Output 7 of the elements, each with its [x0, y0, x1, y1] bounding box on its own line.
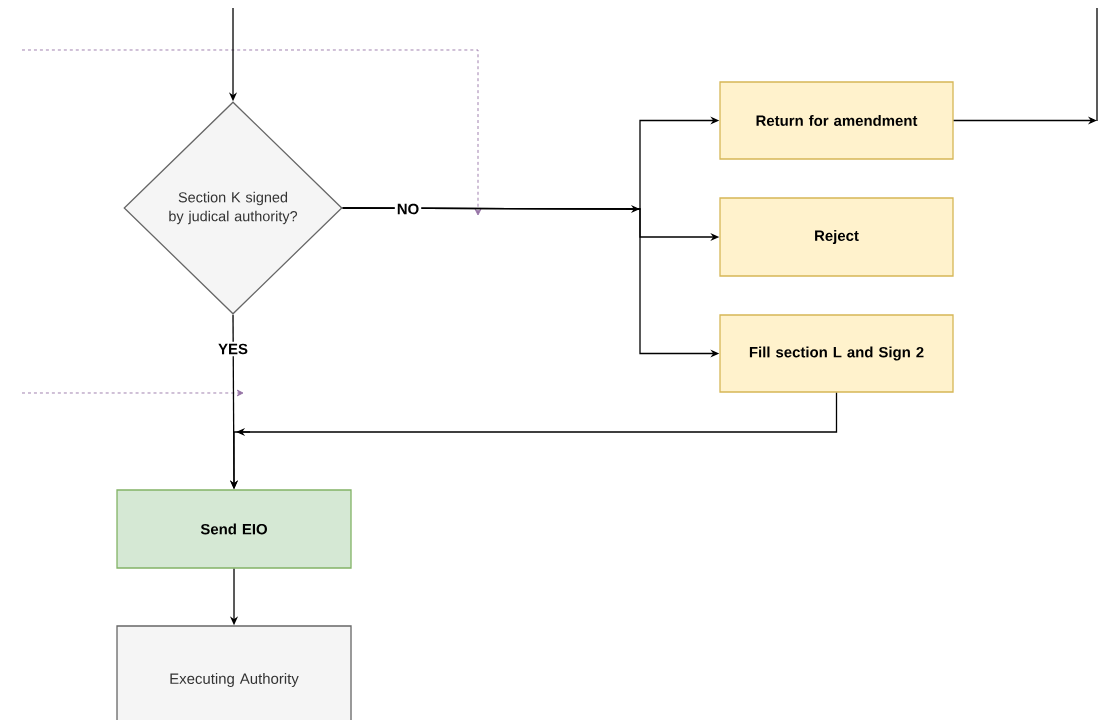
process-box: Fill section L and Sign 2 [719, 314, 954, 393]
edge-label: YES [216, 341, 250, 357]
process-box: Return for amendment [719, 81, 954, 160]
edge-label: NO [394, 201, 422, 217]
process-box: Reject [719, 197, 954, 277]
process-box: Executing Authority [116, 625, 352, 720]
process-box: Send EIO [116, 489, 352, 569]
